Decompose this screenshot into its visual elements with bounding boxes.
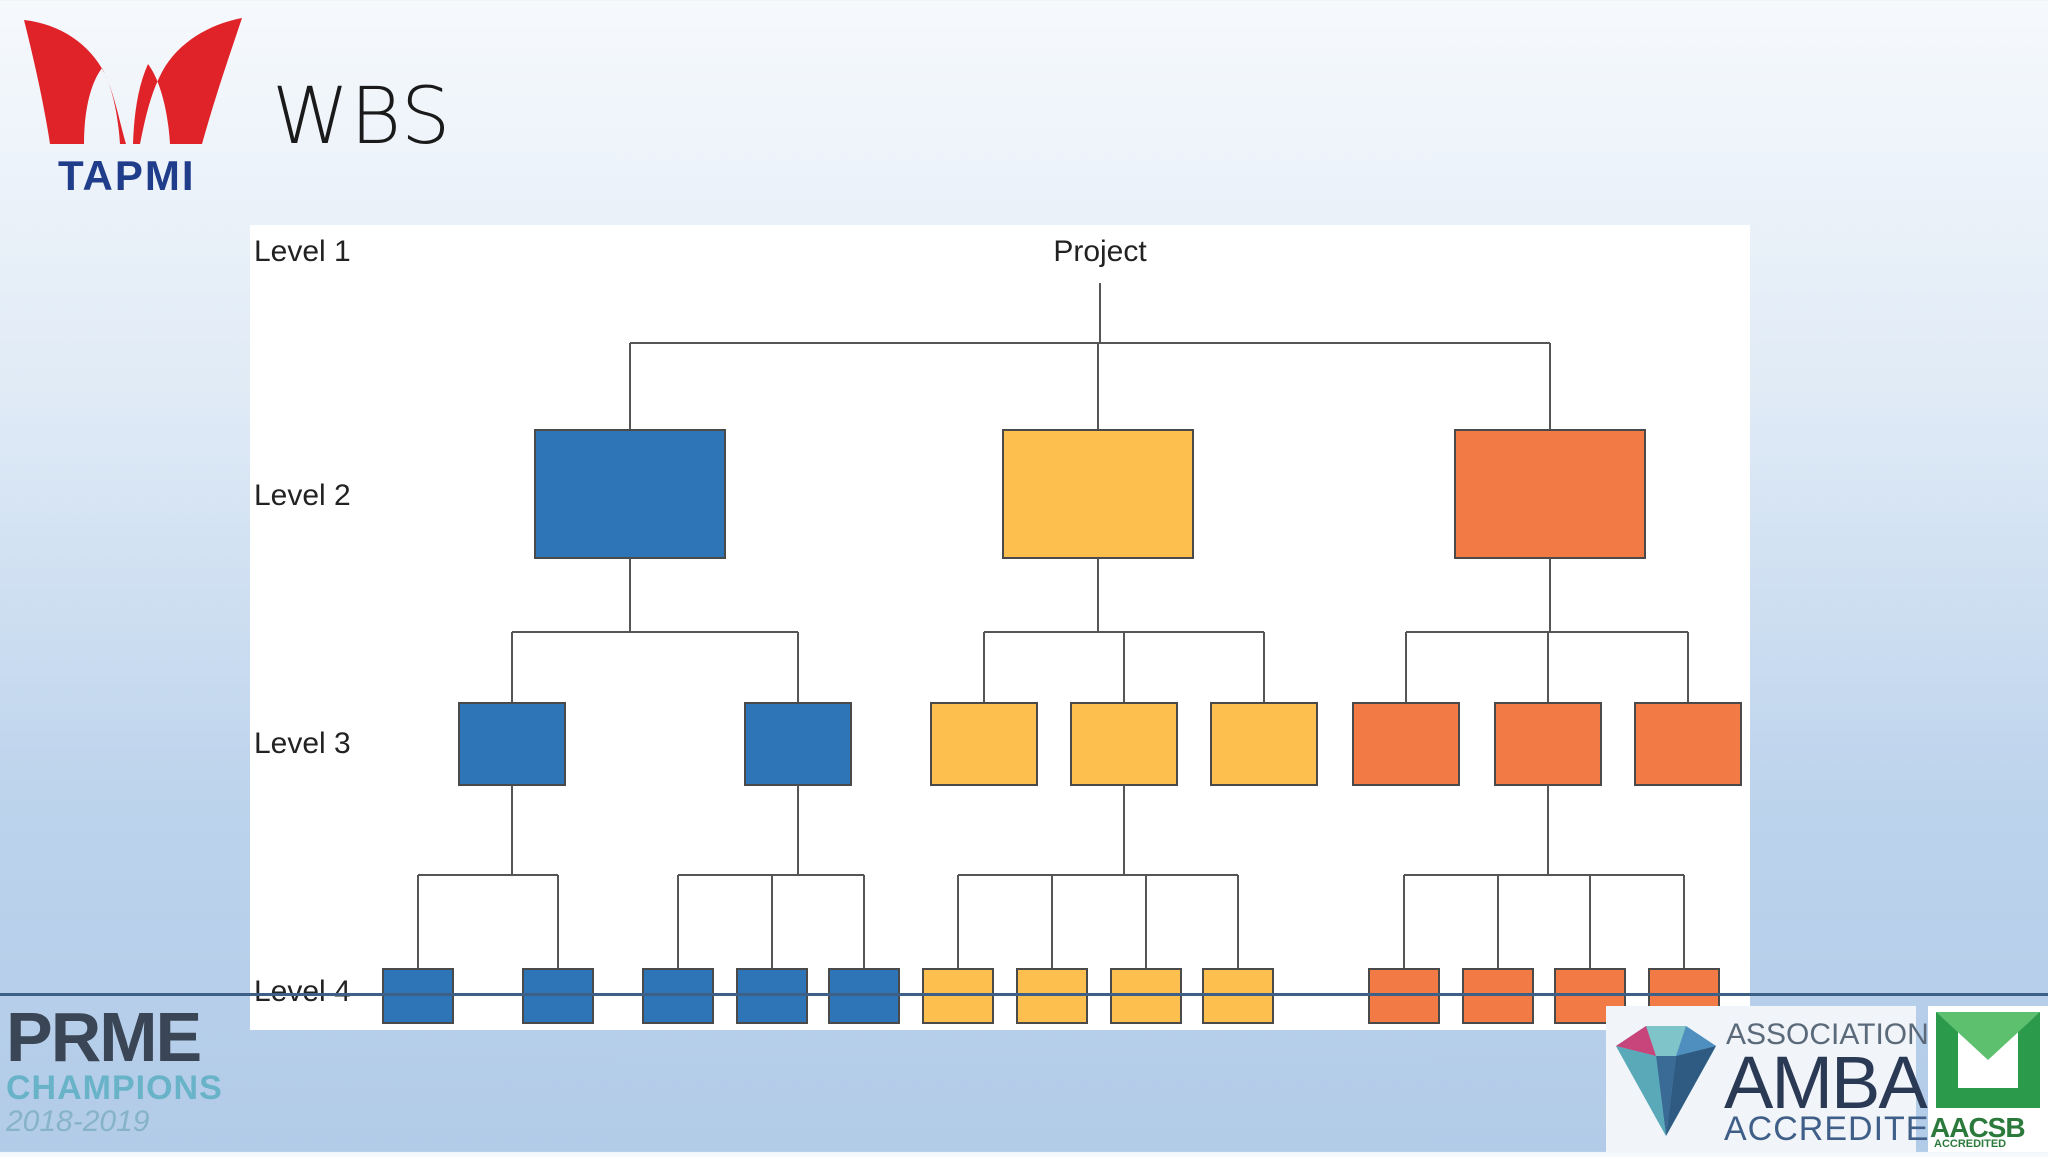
level4-box-2-2-4 [1202,968,1274,1024]
level4-box-1-2-1 [642,968,714,1024]
level4-box-1-1-2 [522,968,594,1024]
prme-badge: PRME CHAMPIONS 2018-2019 [6,998,246,1152]
level3-box-2-1 [930,702,1038,786]
accreditation-badges: ASSOCIATION AMBA ACCREDITED AACSB ACCRED… [1606,1006,2048,1152]
aacsb-square-icon [1936,1012,2040,1108]
aacsb-accredited-text: ACCREDITED [1934,1138,2007,1150]
level-label-4: Level 4 [254,975,351,1008]
tapmi-logo-text: TAPMI [58,152,196,199]
prme-title: PRME [6,998,202,1076]
level3-box-3-1 [1352,702,1460,786]
level4-box-1-2-2 [736,968,808,1024]
level-label-2: Level 2 [254,479,351,512]
footer-divider [0,993,2048,996]
level3-box-2-2 [1070,702,1178,786]
wbs-diagram: Level 1 Level 2 Level 3 Level 4 Project [250,225,1750,1030]
level3-box-1-2 [744,702,852,786]
aacsb-badge: AACSB ACCREDITED [1928,1006,2048,1152]
level4-box-2-2-1 [922,968,994,1024]
amba-badge: ASSOCIATION AMBA ACCREDITED [1606,1006,1954,1152]
amba-text: AMBA [1724,1041,1928,1124]
wbs-tree: Level 1 Level 2 Level 3 Level 4 Project [254,235,1742,1024]
prme-subtitle: CHAMPIONS [6,1069,223,1107]
level4-box-3-2-1 [1368,968,1440,1024]
tapmi-logo: TAPMI [20,14,245,204]
level4-box-1-2-3 [828,968,900,1024]
root-label: Project [1053,235,1147,268]
level4-box-2-2-3 [1110,968,1182,1024]
level2-box-2 [1002,429,1194,559]
level-label-3: Level 3 [254,727,351,760]
level3-box-3-3 [1634,702,1742,786]
level4-box-3-2-2 [1462,968,1534,1024]
level3-box-2-3 [1210,702,1318,786]
slide-title: WBS [272,72,452,162]
level-label-1: Level 1 [254,235,351,268]
amba-accredited-text: ACCREDITED [1724,1110,1956,1148]
level3-box-3-2 [1494,702,1602,786]
level4-box-2-2-2 [1016,968,1088,1024]
prme-year: 2018-2019 [6,1105,150,1138]
amba-association-text: ASSOCIATION [1726,1018,1929,1051]
level2-box-3 [1454,429,1646,559]
level4-box-1-1-1 [382,968,454,1024]
level2-box-1 [534,429,726,559]
tapmi-flame-icon [24,18,242,144]
amba-gem-icon [1616,1026,1716,1136]
level3-box-1-1 [458,702,566,786]
aacsb-text: AACSB [1930,1112,2026,1143]
